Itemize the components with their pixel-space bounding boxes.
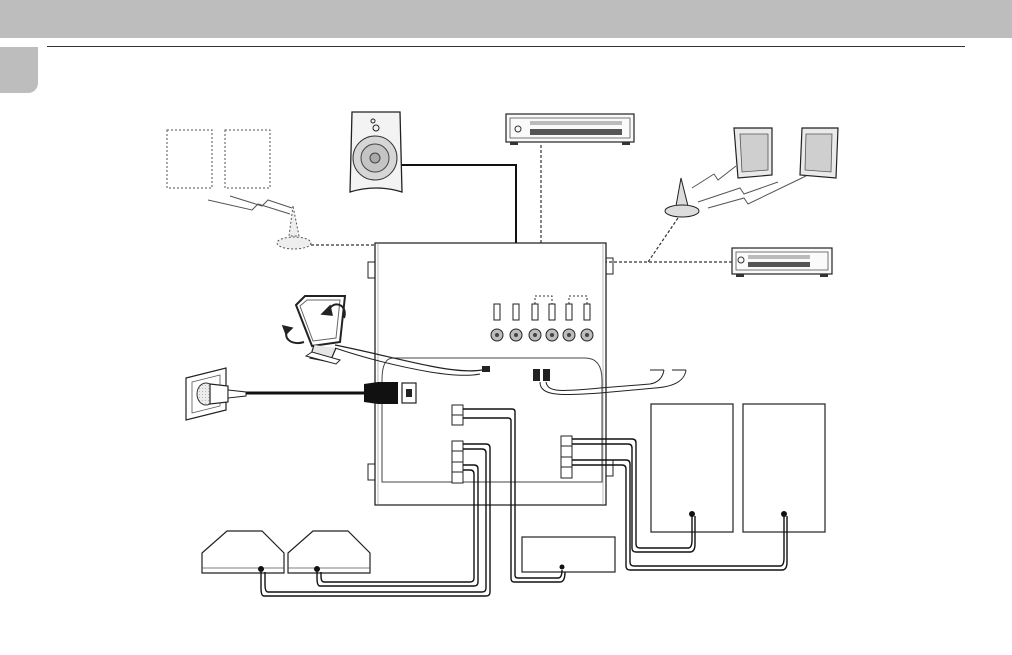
- center-speaker: [350, 112, 402, 192]
- front-speaker-right: [743, 404, 825, 532]
- surround-speaker-left: [202, 531, 284, 573]
- wireless-transmitter-left: [277, 206, 311, 249]
- front-speaker-left: [651, 404, 733, 532]
- wireless-speaker-pair-left: [167, 130, 270, 188]
- wireless-signal-icon: [208, 196, 292, 214]
- dvd-player: [506, 114, 634, 145]
- rotate-arrow-icon: [283, 326, 304, 343]
- power-cable: [210, 382, 398, 404]
- cable-wireless-right: [648, 218, 678, 262]
- subwoofer: [522, 537, 615, 572]
- vcr: [732, 248, 832, 277]
- wireless-speaker-pair-right: [734, 128, 838, 178]
- rotate-arrow-icon: [322, 304, 345, 318]
- speaker-terminals-right: [561, 436, 572, 478]
- speaker-terminals-left: [452, 405, 463, 483]
- wireless-transmitter-right: [665, 178, 699, 217]
- antenna-terminal: [533, 369, 540, 381]
- surround-speaker-right: [288, 531, 370, 573]
